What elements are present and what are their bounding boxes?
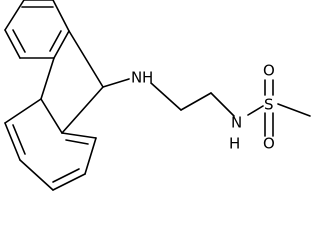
- bond: [40, 57, 55, 100]
- bond: [247, 105, 264, 116]
- bond: [4, 0, 25, 31]
- bond: [102, 78, 130, 88]
- bond: [84, 137, 97, 175]
- sulfonamide-hydrogen-label: H: [229, 135, 240, 153]
- bond: [61, 132, 97, 139]
- atom-labels: N H N H S O O: [131, 62, 275, 153]
- fluorene-bonds: [4, 0, 104, 191]
- bond: [52, 168, 80, 183]
- sulfonamide-nitrogen-label: N: [231, 114, 242, 132]
- bond: [4, 98, 42, 124]
- bond: [210, 92, 235, 117]
- bond: [277, 103, 311, 117]
- amine-hydrogen-label: H: [142, 69, 153, 87]
- amine-nitrogen-label: N: [131, 69, 142, 87]
- bond: [40, 98, 63, 134]
- oxygen-bottom-label: O: [263, 135, 275, 153]
- bond: [180, 92, 212, 111]
- sulfur-label: S: [264, 96, 274, 114]
- bond: [61, 86, 104, 134]
- bond: [52, 173, 86, 191]
- bond: [52, 0, 70, 32]
- structure-diagram: N H N H S O O: [4, 0, 311, 191]
- bond: [12, 29, 26, 53]
- bond: [68, 30, 104, 88]
- bond: [65, 139, 89, 145]
- side-chain-bonds: [102, 78, 311, 137]
- bond: [4, 29, 21, 59]
- bond: [4, 122, 21, 161]
- bond: [150, 82, 182, 111]
- bond: [12, 124, 26, 155]
- bond: [49, 30, 62, 52]
- bond: [53, 30, 70, 59]
- bond: [19, 159, 54, 191]
- oxygen-top-label: O: [263, 62, 275, 80]
